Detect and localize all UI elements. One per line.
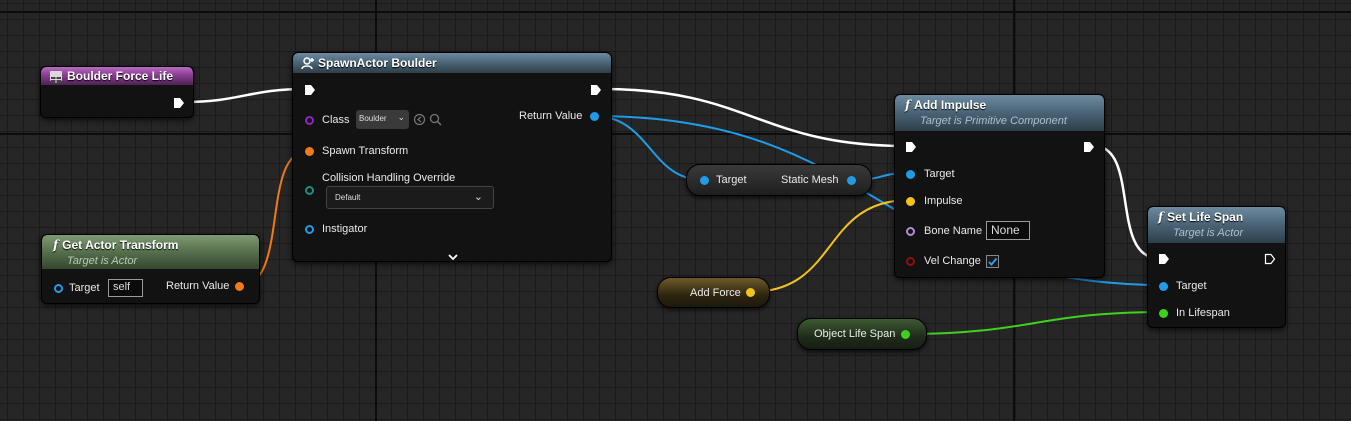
vector-wire-force-to-impulse	[749, 199, 911, 293]
event-node-title: Boulder Force Life	[67, 69, 174, 83]
static-mesh-getter-output-pin[interactable]	[847, 176, 856, 185]
spawn-actor-exec-out-pin[interactable]	[590, 84, 602, 96]
get-actor-transform-header	[42, 235, 259, 269]
spawn-actor-class-label: Class	[322, 114, 350, 126]
static-mesh-getter-output-label: Static Mesh	[781, 174, 839, 186]
spawn-actor-exec-in-pin[interactable]	[304, 84, 316, 96]
spawn-actor-title: SpawnActor Boulder	[318, 56, 437, 70]
add-impulse-vel-change-pin[interactable]	[906, 257, 915, 266]
get-actor-transform-target-pin[interactable]	[54, 284, 63, 293]
set-life-span-exec-out-pin[interactable]	[1264, 253, 1276, 265]
set-life-span-target-pin[interactable]	[1159, 282, 1168, 291]
spawn-actor-class-value: Boulder	[359, 114, 387, 123]
object-life-span-variable-out-pin[interactable]	[901, 330, 910, 339]
function-icon: f	[1158, 210, 1164, 224]
static-mesh-getter-target-label: Target	[716, 174, 747, 186]
spawn-actor-class-pin[interactable]	[305, 116, 314, 125]
float-wire-lifespan	[905, 311, 1164, 335]
get-actor-transform-subtitle: Target is Actor	[67, 255, 138, 267]
event-node-header	[41, 67, 193, 85]
add-impulse-target-pin[interactable]	[906, 170, 915, 179]
add-impulse-subtitle: Target is Primitive Component	[920, 115, 1067, 127]
exec-wire-event-to-spawn	[183, 87, 306, 104]
spawn-actor-instigator-label: Instigator	[322, 223, 368, 235]
spawn-actor-collision-pin[interactable]	[305, 186, 314, 195]
set-life-span-in-lifespan-pin[interactable]	[1159, 309, 1168, 318]
add-impulse-bone-name-field[interactable]: None	[986, 221, 1030, 240]
add-impulse-bone-name-pin[interactable]	[906, 227, 915, 236]
spawn-actor-transform-label: Spawn Transform	[322, 145, 409, 157]
add-impulse-vel-change-label: Vel Change	[924, 255, 981, 267]
set-life-span-target-label: Target	[1176, 280, 1207, 292]
add-force-variable-out-pin[interactable]	[746, 288, 755, 297]
add-impulse-exec-in-pin[interactable]	[905, 141, 917, 153]
event-icon	[50, 71, 62, 83]
chevron-down-icon: ⌄	[397, 112, 405, 122]
add-impulse-header	[895, 95, 1104, 131]
set-life-span-subtitle: Target is Actor	[1173, 227, 1244, 239]
add-impulse-bone-name-label: Bone Name	[924, 225, 983, 237]
object-life-span-variable-label: Object Life Span	[814, 328, 896, 340]
add-force-variable-label: Add Force	[690, 287, 741, 299]
spawn-actor-transform-pin[interactable]	[305, 147, 314, 156]
object-life-span-variable-node[interactable]: Object Life Span	[797, 318, 927, 350]
add-impulse-impulse-label: Impulse	[924, 195, 963, 207]
expand-advanced-chevron-icon[interactable]	[447, 248, 459, 261]
get-actor-transform-target-field[interactable]: self	[108, 279, 143, 297]
event-exec-out-pin[interactable]	[173, 97, 185, 109]
add-force-variable-node[interactable]: Add Force	[657, 277, 770, 308]
add-impulse-exec-out-pin[interactable]	[1083, 141, 1095, 153]
use-selected-asset-icon[interactable]	[413, 113, 426, 131]
static-mesh-getter-target-pin[interactable]	[700, 176, 709, 185]
spawn-actor-return-label: Return Value	[519, 110, 583, 122]
chevron-down-icon: ⌄	[473, 191, 483, 203]
checkmark-icon	[988, 257, 998, 266]
exec-wire-spawn-to-impulse	[601, 87, 907, 148]
get-actor-transform-target-label: Target	[69, 282, 100, 294]
spawn-actor-collision-value: Default	[335, 193, 361, 202]
add-impulse-target-label: Target	[924, 168, 955, 180]
spawn-actor-return-pin[interactable]	[590, 112, 599, 121]
function-icon: f	[53, 238, 59, 252]
set-life-span-header	[1148, 207, 1285, 243]
event-node-boulder-force-life[interactable]: Boulder Force Life	[40, 66, 194, 118]
static-mesh-getter-node[interactable]: Target Static Mesh	[686, 164, 872, 196]
browse-search-icon[interactable]	[429, 113, 442, 131]
spawn-actor-collision-dropdown[interactable]: Default ⌄	[326, 186, 494, 209]
get-actor-transform-return-label: Return Value	[166, 280, 230, 292]
add-impulse-impulse-pin[interactable]	[906, 197, 915, 206]
spawn-actor-node[interactable]: SpawnActor Boulder Class Boulder ⌄ Return…	[292, 52, 612, 262]
spawn-actor-collision-label: Collision Handling Override	[322, 172, 456, 184]
spawn-actor-header	[293, 53, 611, 73]
set-life-span-exec-in-pin[interactable]	[1158, 253, 1170, 265]
spawn-actor-class-dropdown[interactable]: Boulder ⌄	[356, 110, 409, 129]
spawn-actor-instigator-pin[interactable]	[305, 225, 314, 234]
function-icon: f	[905, 98, 911, 112]
get-actor-transform-return-pin[interactable]	[235, 282, 244, 291]
spawn-actor-icon	[301, 56, 315, 75]
set-life-span-in-lifespan-label: In Lifespan	[1176, 307, 1230, 319]
add-impulse-vel-change-checkbox[interactable]	[986, 255, 999, 268]
